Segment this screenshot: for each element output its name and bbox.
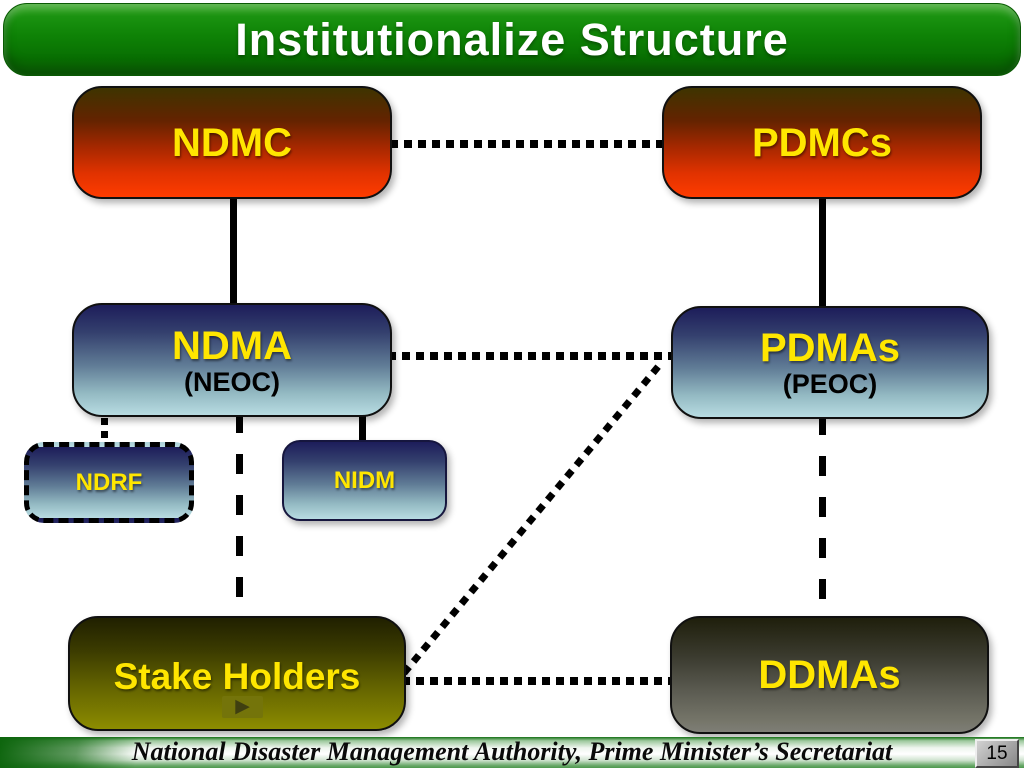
connector-pdmas-ddmas: [819, 415, 826, 616]
node-label: NIDM: [333, 466, 396, 494]
page-title: Institutionalize Structure: [235, 13, 789, 65]
connector-ndma-pdmas: [388, 352, 671, 360]
connector-ndmc-pdmcs: [390, 140, 662, 148]
play-button[interactable]: ▶: [222, 696, 263, 718]
node-sublabel: (NEOC): [184, 366, 280, 397]
node-pdmcs: PDMCs: [662, 86, 982, 199]
node-label: DDMAs: [758, 653, 901, 697]
connector-ndma-nidm: [359, 413, 366, 440]
node-ddmas: DDMAs: [670, 616, 989, 734]
connector-ndma-ndrf: [101, 418, 108, 442]
node-label: PDMAs: [759, 326, 901, 371]
node-label: NDRF: [75, 468, 143, 496]
slide-title-bar: Institutionalize Structure: [3, 3, 1021, 76]
node-label: NDMA: [172, 323, 292, 368]
connector-ndma-stakeholders: [236, 413, 243, 616]
node-ndrf: NDRF: [24, 442, 194, 523]
footer-bar: National Disaster Management Authority, …: [0, 737, 1024, 768]
node-ndma: NDMA (NEOC): [72, 303, 392, 417]
node-label: Stake Holders: [113, 656, 361, 698]
node-sublabel: (PEOC): [782, 369, 878, 400]
node-label: NDMC: [172, 120, 292, 165]
node-label: PDMCs: [751, 120, 893, 165]
node-pdmas: PDMAs (PEOC): [671, 306, 989, 419]
connector-stakeholders-ddmas: [402, 677, 670, 685]
node-stakeholders: Stake Holders: [68, 616, 406, 731]
connector-pdmcs-pdmas: [819, 195, 826, 306]
node-nidm: NIDM: [282, 440, 447, 521]
node-ndmc: NDMC: [72, 86, 392, 199]
connector-ndmc-ndma: [230, 195, 237, 303]
page-number: 15: [975, 739, 1019, 768]
play-icon: ▶: [235, 695, 250, 717]
footer-text: National Disaster Management Authority, …: [131, 737, 893, 766]
